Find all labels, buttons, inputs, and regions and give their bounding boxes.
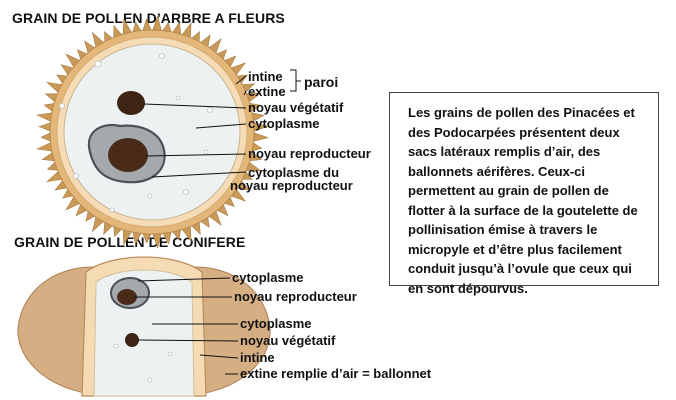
vacuole xyxy=(203,149,209,155)
vacuoles xyxy=(59,53,213,213)
label-extine: extine xyxy=(248,84,286,99)
conifer-reproductive-nucleus xyxy=(117,289,137,305)
conifer-vegetative-nucleus xyxy=(125,333,139,347)
leader-cytoplasm-top xyxy=(137,277,231,282)
vacuole xyxy=(113,343,119,349)
info-textbox: Les grains de pollen des Pinacées et des… xyxy=(389,92,659,296)
leader-extine xyxy=(243,90,247,96)
leader-vegetative-nucleus xyxy=(137,339,239,342)
label-reproductive-cytoplasm-1: cytoplasme du xyxy=(248,165,340,180)
conifer-title: GRAIN DE POLLEN DE CONIFERE xyxy=(14,234,246,250)
label-cytoplasm: cytoplasme xyxy=(248,116,320,131)
vacuole xyxy=(167,351,173,357)
label-conifer-reproductive-nucleus: noyau reproducteur xyxy=(234,289,357,304)
vacuole xyxy=(183,189,189,195)
flowering-title: GRAIN DE POLLEN D’ARBRE A FLEURS xyxy=(12,10,285,26)
label-vegetative-nucleus: noyau végétatif xyxy=(248,100,344,115)
leader-cytoplasm xyxy=(195,123,247,129)
conifer-leader-lines xyxy=(134,277,239,375)
paroi-bracket xyxy=(290,69,301,92)
conifer-grain xyxy=(17,256,271,397)
label-paroi: paroi xyxy=(304,74,339,90)
flowering-grain xyxy=(36,15,301,249)
vegetative-nucleus xyxy=(117,91,145,115)
vacuole xyxy=(73,173,79,179)
leader-intine xyxy=(235,75,247,85)
leader-reproductive-nucleus xyxy=(145,153,247,157)
label-reproductive-nucleus: noyau reproducteur xyxy=(248,146,371,161)
vacuole xyxy=(175,95,181,101)
vacuole xyxy=(147,377,153,383)
label-conifer-intine: intine xyxy=(240,350,275,365)
label-conifer-extine-balloon: extine remplie d’air = ballonnet xyxy=(240,366,432,381)
leader-intine xyxy=(199,354,239,359)
label-conifer-cytoplasm-top: cytoplasme xyxy=(232,270,304,285)
reproductive-nucleus xyxy=(108,138,148,172)
vacuole xyxy=(109,207,115,213)
vacuole xyxy=(147,193,153,199)
vacuole xyxy=(94,60,102,68)
label-conifer-vegetative-nucleus: noyau végétatif xyxy=(240,333,336,348)
vacuole xyxy=(207,107,213,113)
vacuole xyxy=(59,103,65,109)
vacuole xyxy=(159,53,165,59)
label-intine: intine xyxy=(248,69,283,84)
conifer-vacuoles xyxy=(113,343,173,383)
leader-reproductive-cytoplasm xyxy=(151,171,247,178)
label-reproductive-cytoplasm-2: noyau reproducteur xyxy=(230,178,353,193)
label-conifer-cytoplasm: cytoplasme xyxy=(240,316,312,331)
flowering-leader-lines xyxy=(143,69,301,178)
leader-vegetative-nucleus xyxy=(143,103,247,109)
